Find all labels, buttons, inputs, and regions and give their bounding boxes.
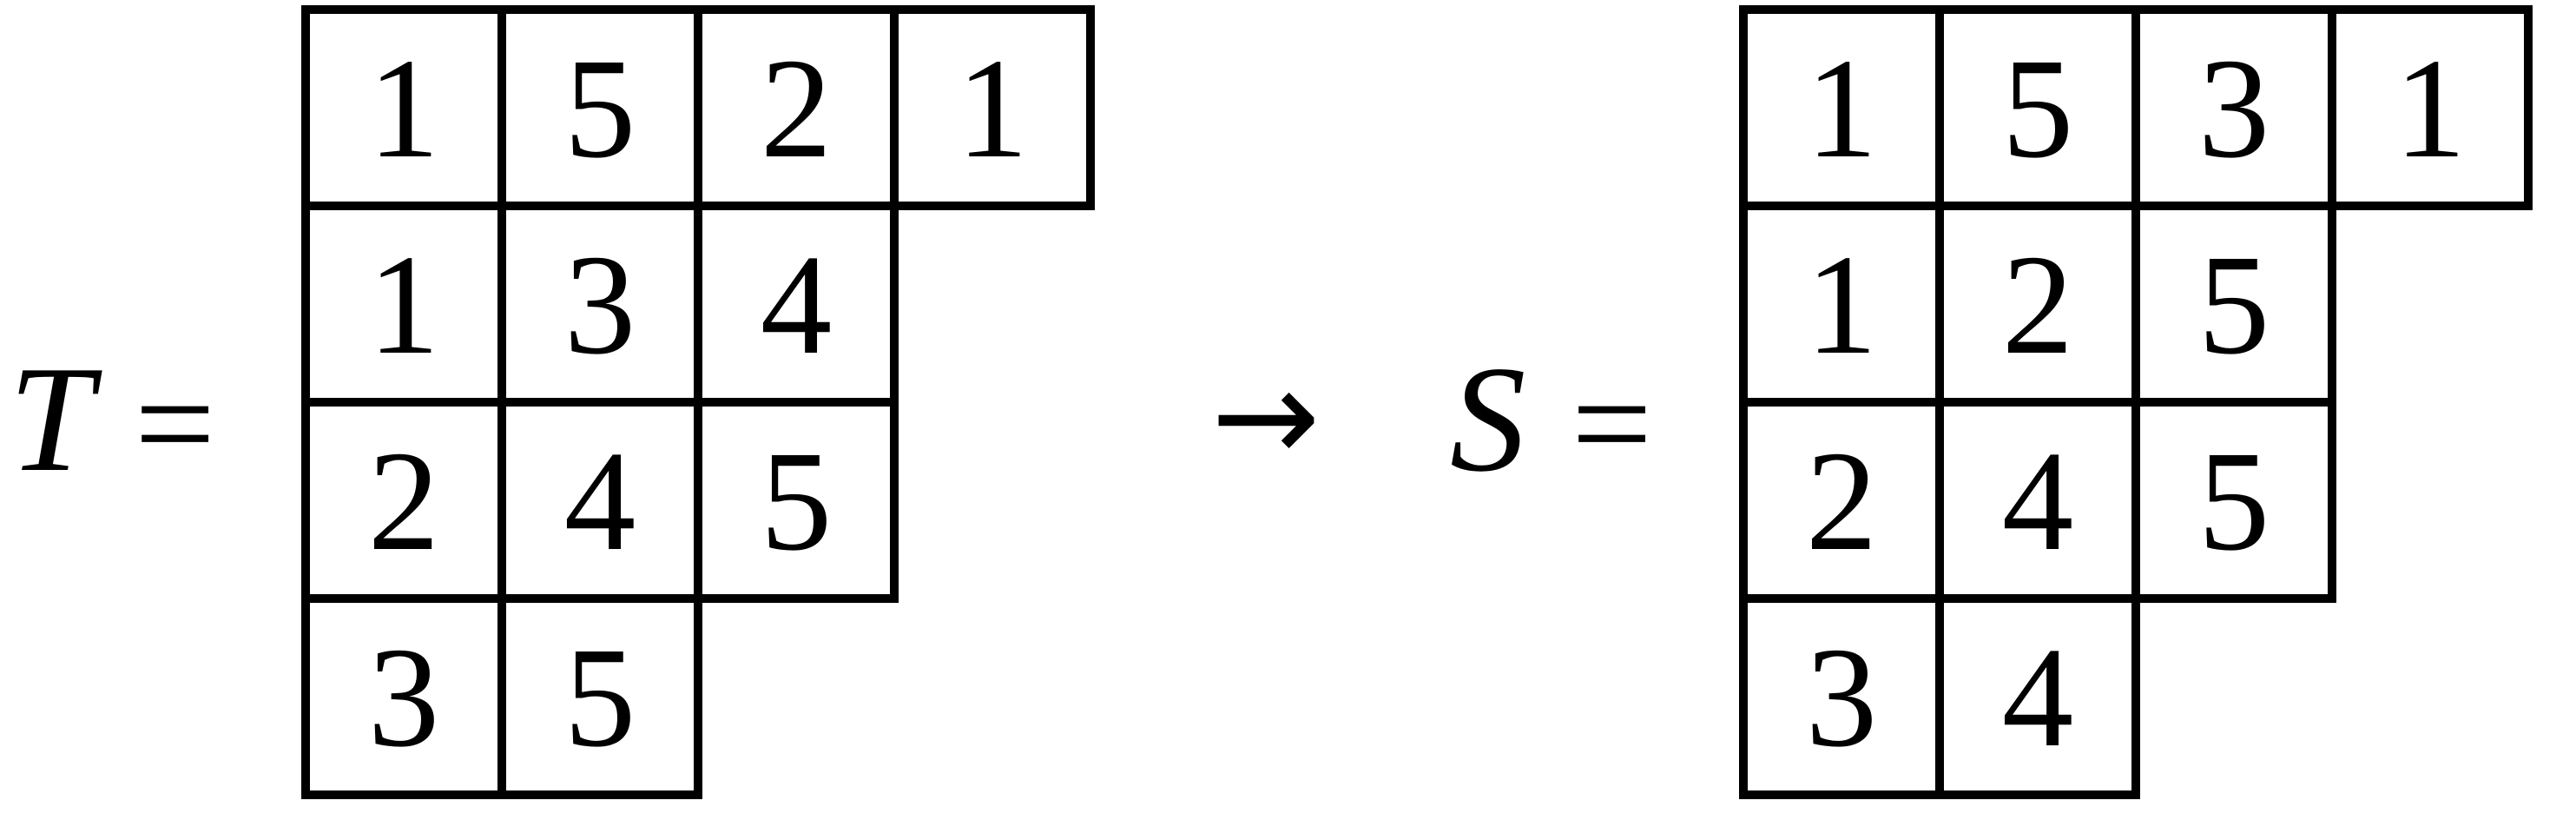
right-arrow-icon: → xyxy=(1211,341,1321,493)
tableau-s-cell-r1-c3: 3 xyxy=(2131,5,2336,210)
tableau-s-cell-r2-c2: 2 xyxy=(1935,202,2140,407)
tableau-s-cell-r1-c1: 1 xyxy=(1739,5,1944,210)
tableau-t-cell-r3-c3: 5 xyxy=(694,398,899,603)
tableau-s-label: S xyxy=(1450,334,1526,503)
tableau-t-equals-sign: = xyxy=(135,344,216,503)
tableau-s-cell-r3-c3: 5 xyxy=(2131,398,2336,603)
tableau-s-cell-r3-c1: 2 xyxy=(1739,398,1944,603)
tableau-s-cell-r4-c2: 4 xyxy=(1935,594,2140,799)
tableau-s-cell-r1-c4: 1 xyxy=(2328,5,2533,210)
tableau-t-cell-r3-c2: 4 xyxy=(497,398,702,603)
tableau-t-cell-r2-c2: 3 xyxy=(497,202,702,407)
tableau-t-cell-r2-c1: 1 xyxy=(301,202,506,407)
tableau-t-cell-r1-c4: 1 xyxy=(890,5,1095,210)
tableau-t-cell-r4-c1: 3 xyxy=(301,594,506,799)
tableau-t-cell-r1-c1: 1 xyxy=(301,5,506,210)
tableau-t-cell-r4-c2: 5 xyxy=(497,594,702,799)
tableau-s-cell-r2-c3: 5 xyxy=(2131,202,2336,407)
tableau-t-cell-r1-c3: 2 xyxy=(694,5,899,210)
tableau-t-cell-r1-c2: 5 xyxy=(497,5,702,210)
tableau-s-cell-r1-c2: 5 xyxy=(1935,5,2140,210)
tableau-s-equals-sign: = xyxy=(1571,344,1653,503)
tableau-s-cell-r4-c1: 3 xyxy=(1739,594,1944,799)
tableau-t-cell-r2-c3: 4 xyxy=(694,202,899,407)
tableau-t-cell-r3-c1: 2 xyxy=(301,398,506,603)
tableau-t-label: T xyxy=(9,334,94,503)
tableau-s-cell-r2-c1: 1 xyxy=(1739,202,1944,407)
tableau-s-cell-r3-c2: 4 xyxy=(1935,398,2140,603)
